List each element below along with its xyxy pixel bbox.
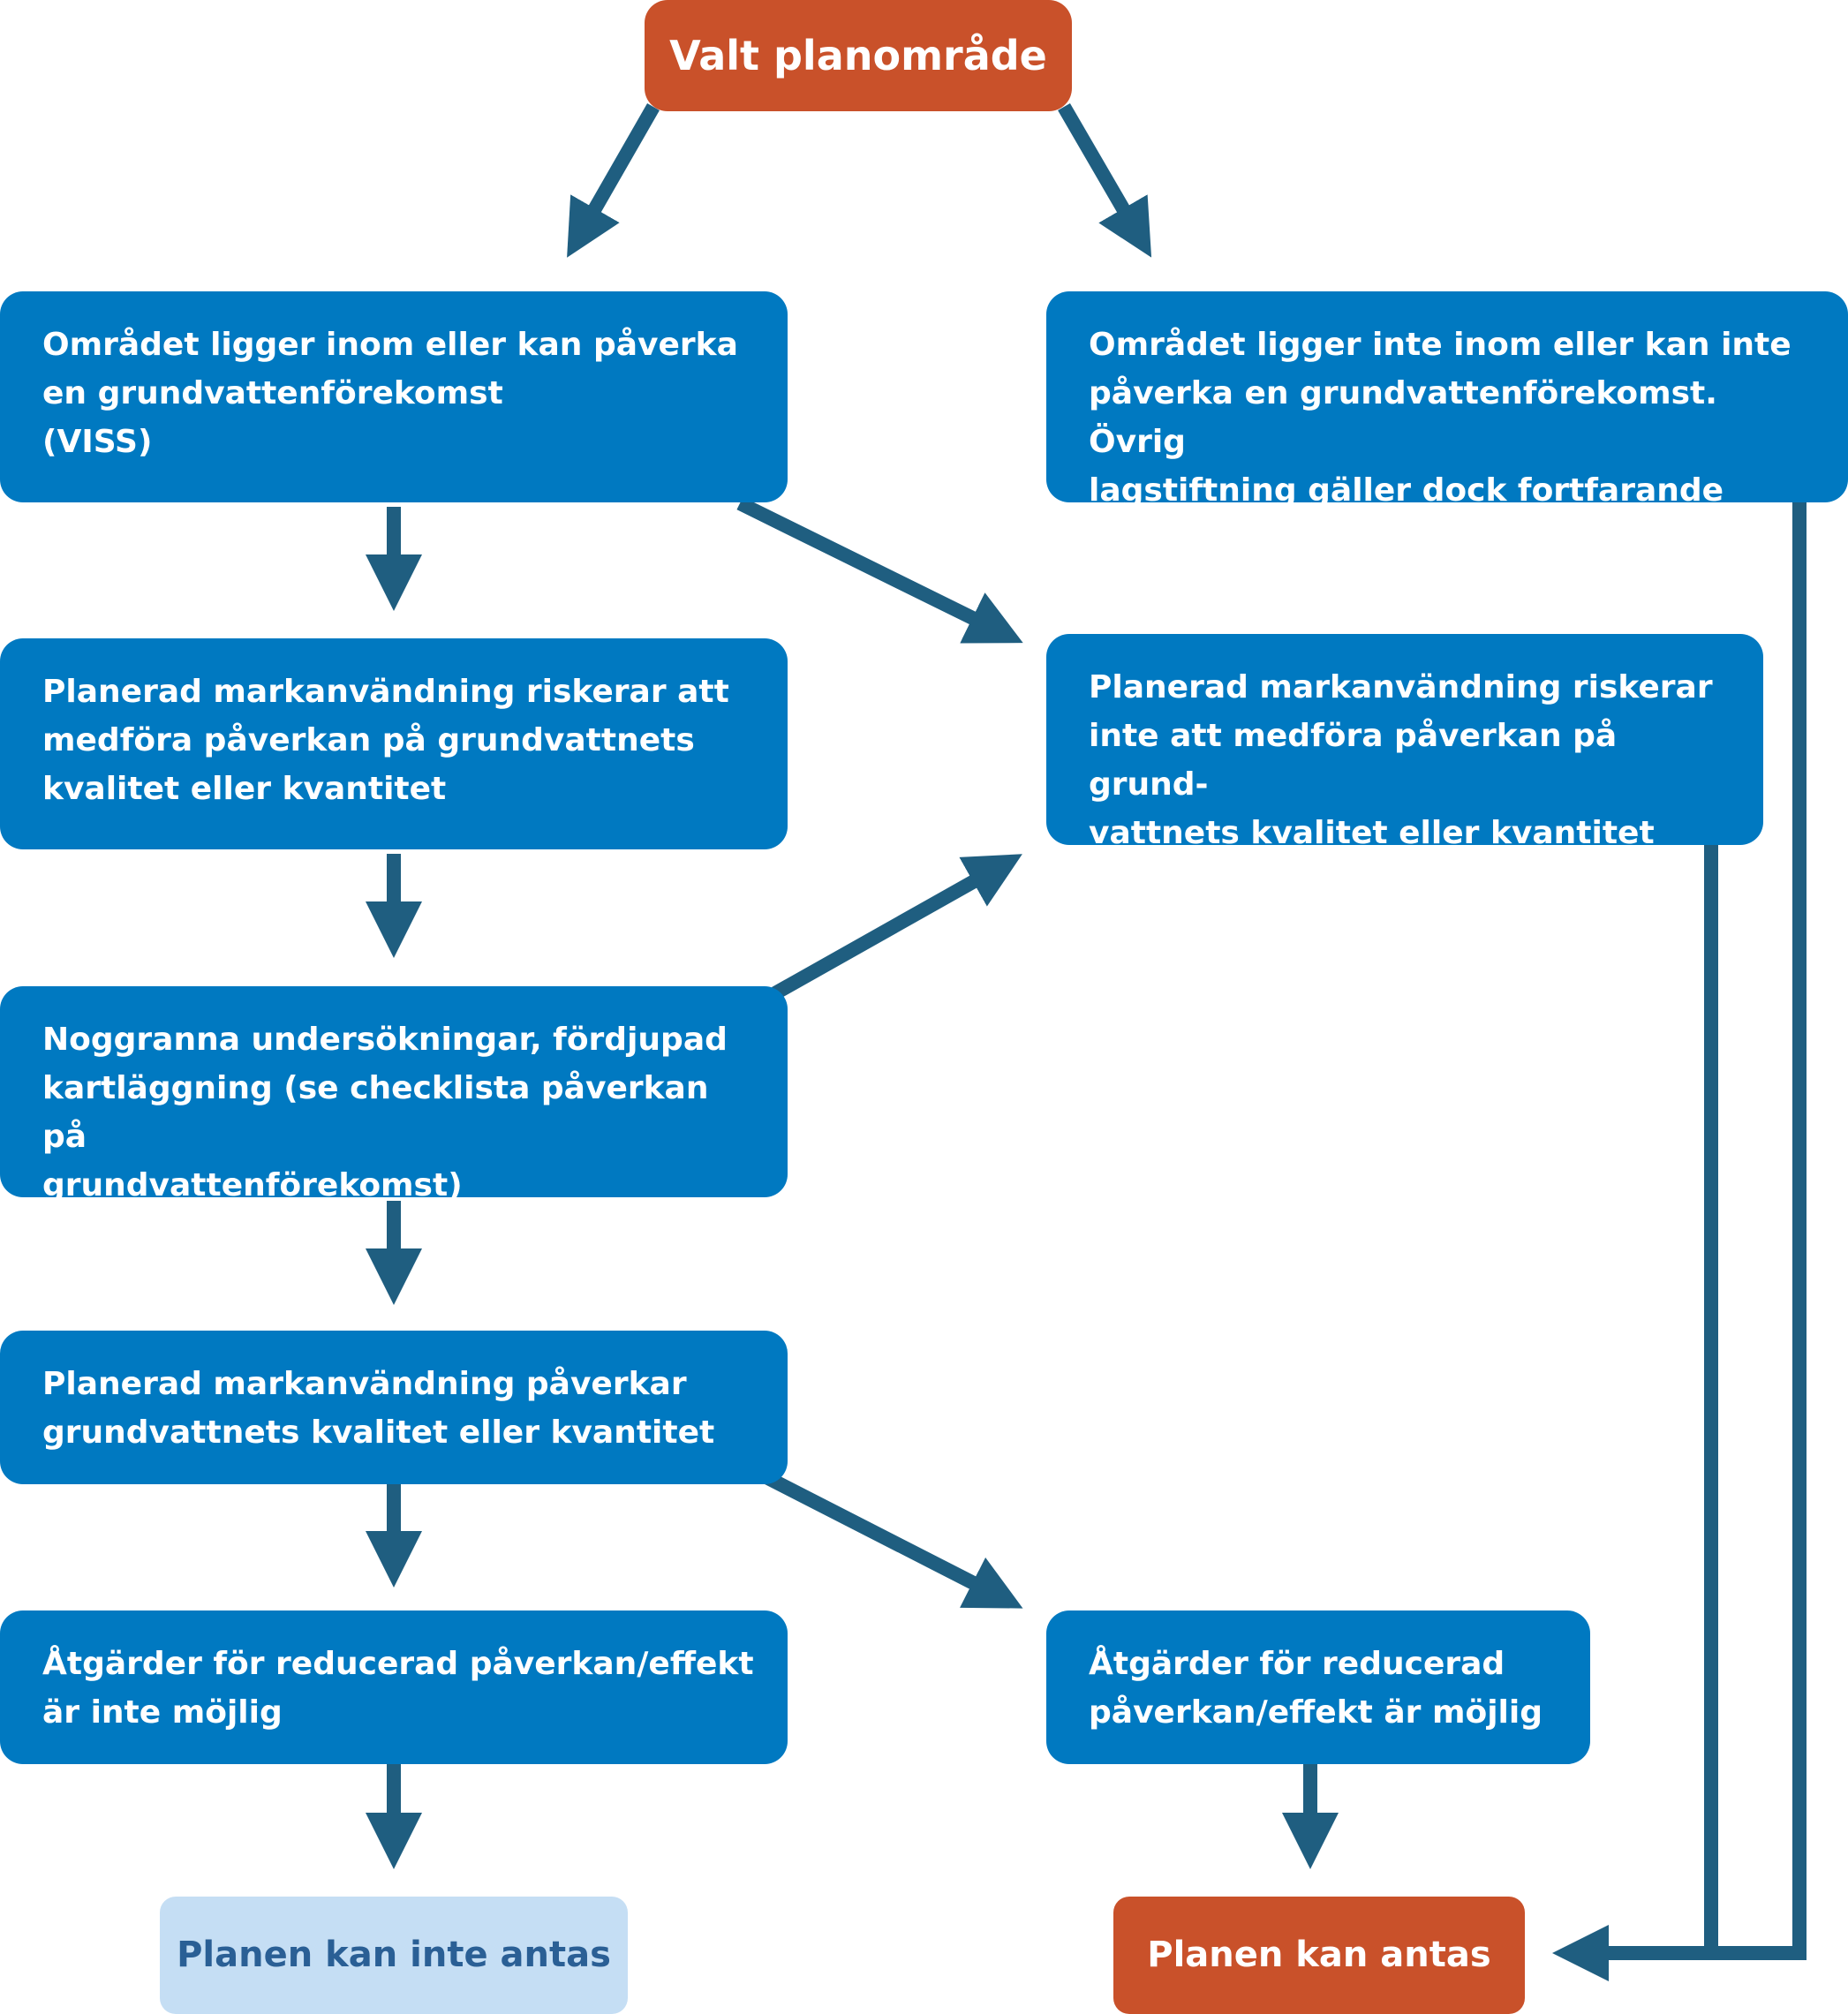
plan-accepted-node: Planen kan antas (1113, 1897, 1525, 2014)
risk-node: Planerad markanvändning riskerar att med… (0, 638, 788, 849)
measures-possible-node: Åtgärder för reducerad påverkan/effekt ä… (1046, 1610, 1590, 1764)
investigation-node: Noggranna undersökningar, fördjupad kart… (0, 986, 788, 1203)
not-within-node: Området ligger inte inom eller kan inte … (1046, 291, 1848, 509)
arrow-affects-to-measures-possible (763, 1470, 1023, 1609)
no-risk-node: Planerad markanvändning riskerar inte at… (1046, 634, 1763, 851)
measures-not-possible-node: Åtgärder för reducerad påverkan/effekt ä… (0, 1610, 788, 1764)
arrow-start-to-not-within (1058, 102, 1152, 258)
within-node: Området ligger inom eller kan påverka en… (0, 291, 788, 502)
start-node: Valt planområde (645, 0, 1072, 111)
plan-rejected-node: Planen kan inte antas (160, 1897, 628, 2014)
affects-node: Planerad markanvändning påverkar grundva… (0, 1331, 788, 1484)
arrow-not-within-to-accepted (1552, 501, 1807, 1981)
arrow-investigation-to-no-risk (772, 854, 1022, 999)
arrow-within-to-no-risk (736, 496, 1023, 644)
arrow-start-to-within (567, 103, 660, 258)
